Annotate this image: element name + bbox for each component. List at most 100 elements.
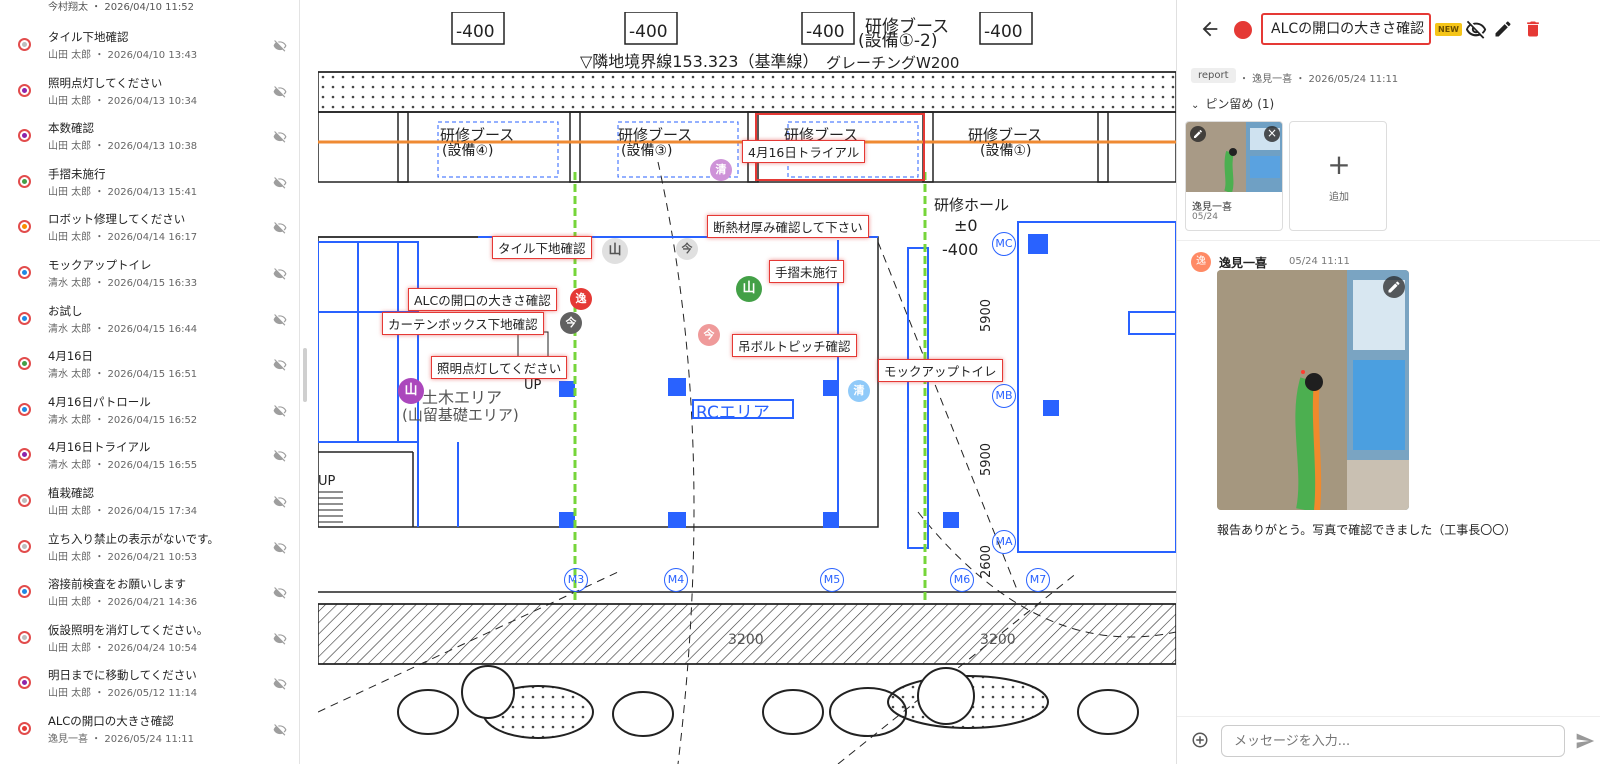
delete-button[interactable] — [1523, 19, 1545, 41]
message-photo[interactable] — [1217, 270, 1409, 510]
list-item[interactable]: 明日までに移動してください山田 太郎 ・ 2026/05/12 11:14 — [0, 662, 299, 708]
pin-callout[interactable]: ALCの開口の大きさ確認 — [408, 288, 557, 311]
hide-item-button[interactable] — [272, 631, 288, 645]
list-item[interactable]: 本数確認山田 太郎 ・ 2026/04/13 10:38 — [0, 115, 299, 161]
hide-item-button[interactable] — [272, 403, 288, 417]
hide-item-button[interactable] — [272, 266, 288, 280]
back-button[interactable] — [1199, 18, 1221, 40]
area-label: RCエリア — [696, 403, 770, 423]
list-item[interactable]: ALCの開口の大きさ確認逸見一喜 ・ 2026/05/24 11:11 — [0, 708, 299, 754]
detail-panel: ALCの開口の大きさ確認 NEW report ・ 逸見一喜 ・ 2026/05… — [1176, 0, 1600, 764]
pin-callout[interactable]: カーテンボックス下地確認 — [382, 312, 544, 335]
status-color-dot[interactable] — [1234, 21, 1252, 39]
eye-off-icon — [273, 541, 287, 554]
list-item-partial[interactable]: 今村翔太 ・ 2026/04/10 11:52 — [0, 0, 299, 16]
pin-marker[interactable]: 山 — [398, 378, 424, 404]
list-item[interactable]: 4月16日トライアル清水 太郎 ・ 2026/04/15 16:55 — [0, 434, 299, 480]
booth-label: 研修ブース — [968, 126, 1043, 144]
list-item[interactable]: モックアップトイレ清水 太郎 ・ 2026/04/15 16:33 — [0, 252, 299, 298]
pin-edit-button[interactable] — [1190, 126, 1206, 142]
list-item[interactable]: 溶接前検査をお願いします山田 太郎 ・ 2026/04/21 14:36 — [0, 571, 299, 617]
list-item[interactable]: 立ち入り禁止の表示がないです。山田 太郎 ・ 2026/04/21 10:53 — [0, 526, 299, 572]
pin-marker[interactable]: 今 — [676, 238, 698, 260]
list-item[interactable]: 4月16日パトロール清水 太郎 ・ 2026/04/15 16:52 — [0, 389, 299, 435]
floor-plan-drawing — [318, 12, 1176, 764]
area-label: (山留基礎エリア) — [402, 406, 519, 424]
hide-item-button[interactable] — [272, 494, 288, 508]
unpin-button[interactable]: × — [1264, 126, 1280, 142]
list-item-meta: 山田 太郎 ・ 2026/04/21 14:36 — [48, 597, 198, 609]
pin-marker[interactable]: 山 — [736, 276, 762, 302]
pin-callout[interactable]: 照明点灯してください — [431, 356, 568, 379]
pin-marker[interactable]: 今 — [560, 312, 582, 334]
divider — [1177, 240, 1600, 241]
plus-icon: + — [1327, 148, 1351, 181]
pin-callout[interactable]: 吊ボルトピッチ確認 — [732, 334, 857, 357]
hide-item-button[interactable] — [272, 175, 288, 189]
pin-callout[interactable]: 手摺未施行 — [769, 260, 844, 283]
pin-marker[interactable]: 清 — [848, 380, 870, 402]
status-dot — [18, 448, 31, 462]
eye-off-icon — [273, 176, 287, 189]
list-item[interactable]: タイル下地確認山田 太郎 ・ 2026/04/10 13:43 — [0, 24, 299, 70]
photo-edit-button[interactable] — [1383, 276, 1405, 298]
attach-button[interactable] — [1191, 731, 1209, 749]
hide-item-button[interactable] — [272, 357, 288, 371]
list-item[interactable]: 照明点灯してください山田 太郎 ・ 2026/04/13 10:34 — [0, 70, 299, 116]
list-item[interactable]: 4月16日清水 太郎 ・ 2026/04/15 16:51 — [0, 343, 299, 389]
pin-callout[interactable]: 4月16日トライアル — [742, 140, 866, 163]
hide-item-button[interactable] — [272, 448, 288, 462]
pin-callout[interactable]: モックアップトイレ — [878, 359, 1003, 382]
pinned-section-toggle[interactable]: ⌄ピン留め (1) — [1191, 95, 1274, 112]
hide-item-button[interactable] — [272, 722, 288, 736]
hide-item-button[interactable] — [272, 540, 288, 554]
list-item[interactable]: ロボット修理してください山田 太郎 ・ 2026/04/14 16:17 — [0, 206, 299, 252]
list-item-title: 4月16日 — [48, 349, 93, 364]
hide-item-button[interactable] — [272, 220, 288, 234]
list-item-meta: 清水 太郎 ・ 2026/04/15 16:44 — [48, 323, 198, 335]
list-item-title: お試し — [48, 303, 83, 318]
hide-item-button[interactable] — [272, 129, 288, 143]
issue-title-field[interactable]: ALCの開口の大きさ確認 — [1261, 13, 1431, 45]
list-item-meta: 山田 太郎 ・ 2026/04/13 10:38 — [48, 141, 198, 153]
list-item-meta: 山田 太郎 ・ 2026/04/10 13:43 — [48, 50, 198, 61]
avatar: 逸 — [1191, 252, 1211, 272]
boundary-heading: ▽隣地境界線153.323（基準線） — [580, 52, 819, 71]
booth-label: 研修ブース — [618, 126, 693, 144]
plus-circle-icon — [1192, 732, 1208, 748]
level-label: -400 — [984, 22, 1023, 42]
message-input[interactable] — [1221, 725, 1565, 757]
pin-callout[interactable]: 断熱材厚み確認して下さい — [707, 215, 869, 238]
list-item-title: 明日までに移動してください — [48, 668, 197, 683]
list-item-title: 手摺未施行 — [48, 166, 106, 181]
hide-item-button[interactable] — [272, 676, 288, 690]
pin-marker[interactable]: 逸 — [570, 288, 592, 310]
hide-item-button[interactable] — [272, 312, 288, 326]
eye-off-icon — [273, 40, 287, 52]
hide-item-button[interactable] — [272, 38, 288, 52]
list-item[interactable]: 仮設照明を消灯してください。山田 太郎 ・ 2026/04/24 10:54 — [0, 617, 299, 663]
hide-item-button[interactable] — [272, 84, 288, 98]
edit-button[interactable] — [1493, 19, 1515, 41]
list-item-meta: 清水 太郎 ・ 2026/04/15 16:52 — [48, 414, 198, 426]
pinned-photo-card[interactable]: × 逸見一喜 05/24 — [1185, 121, 1283, 231]
pin-marker[interactable]: 今 — [698, 324, 720, 346]
send-button[interactable] — [1575, 731, 1595, 751]
list-item[interactable]: 植栽確認山田 太郎 ・ 2026/04/15 17:34 — [0, 480, 299, 526]
hall-level: -400 — [942, 240, 979, 259]
pin-marker[interactable]: 清 — [710, 159, 732, 181]
pin-marker[interactable]: 山 — [602, 238, 628, 264]
area-label: 土木エリア — [422, 388, 503, 407]
floor-plan-viewer[interactable]: -400 -400 -400 研修ブース (設備①-2) -400 ▽隣地境界線… — [318, 12, 1176, 764]
pin-callout[interactable]: タイル下地確認 — [492, 236, 592, 259]
list-item[interactable]: 手摺未施行山田 太郎 ・ 2026/04/13 15:41 — [0, 161, 299, 207]
list-item[interactable]: お試し清水 太郎 ・ 2026/04/15 16:44 — [0, 298, 299, 344]
status-dot — [18, 722, 31, 735]
eye-off-icon — [1465, 20, 1487, 39]
add-pin-button[interactable]: + 追加 — [1289, 121, 1387, 231]
hide-toggle-button[interactable] — [1465, 19, 1487, 41]
panel-splitter[interactable] — [303, 348, 307, 402]
message-author: 逸見一喜 — [1219, 256, 1268, 270]
hide-item-button[interactable] — [272, 585, 288, 599]
